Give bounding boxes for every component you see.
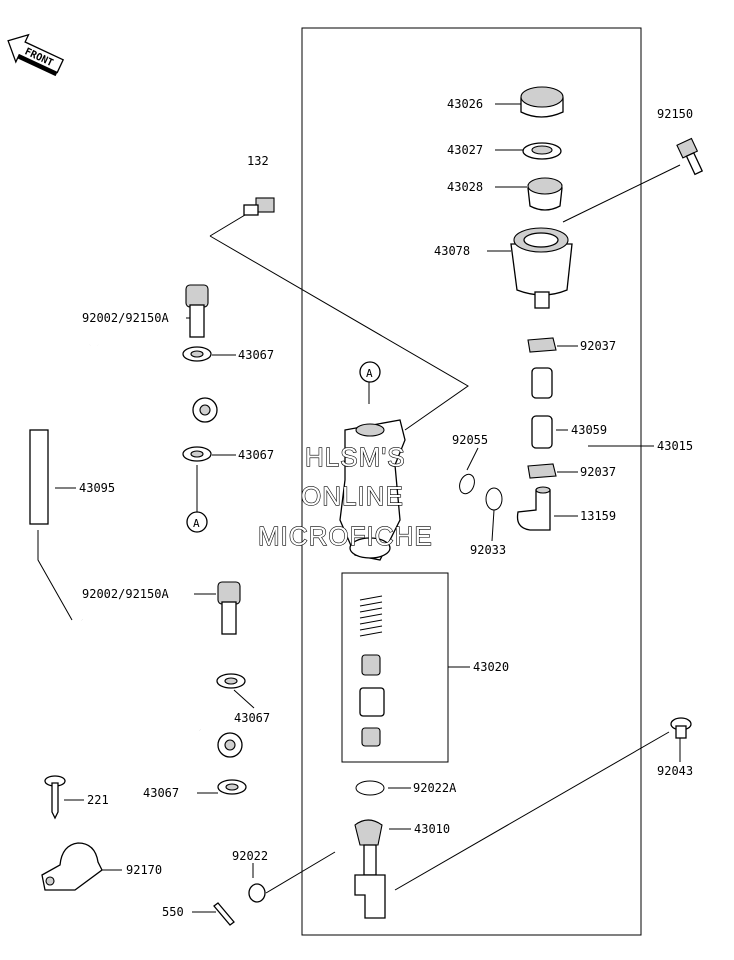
ref-a-top: A — [359, 361, 381, 383]
label-92043: 92043 — [657, 764, 693, 778]
washer-92022 — [248, 883, 266, 903]
circlip-92033 — [485, 487, 503, 511]
ref-a-bottom-label: A — [193, 517, 200, 530]
label-221: 221 — [87, 793, 109, 807]
push-rod — [354, 819, 386, 919]
label-132: 132 — [247, 154, 269, 168]
label-92055: 92055 — [452, 433, 488, 447]
reservoir-cap — [520, 86, 564, 118]
hose-clamp-a — [527, 337, 557, 353]
label-43028: 43028 — [447, 180, 483, 194]
ref-a-top-label: A — [366, 367, 373, 380]
label-13159: 13159 — [580, 509, 616, 523]
bolt-92150 — [676, 137, 704, 176]
ref-a-bottom: A — [186, 511, 208, 533]
reservoir-hose — [531, 367, 553, 449]
union-bolt-bottom — [217, 581, 241, 635]
hose-elbow — [516, 486, 551, 531]
reservoir-tank — [510, 227, 573, 309]
watermark-line-3: MICROFICHE — [258, 521, 433, 551]
hose-clamp-b — [527, 463, 557, 479]
watermark: HLSM'S ONLINE MICROFICHE — [257, 441, 433, 551]
label-43078: 43078 — [434, 244, 470, 258]
label-92150: 92150 — [657, 107, 693, 121]
washer-43067-c — [216, 673, 246, 689]
label-92033: 92033 — [470, 543, 506, 557]
label-92002-top: 92002/92150A — [82, 311, 169, 325]
part-labels: 43026 92150 43027 43028 132 43078 92002/… — [79, 97, 693, 919]
brake-hose — [29, 339, 243, 758]
clevis-pin — [670, 717, 692, 739]
bolt-132 — [243, 197, 275, 216]
screw-221 — [44, 775, 66, 820]
o-ring-92055 — [459, 473, 475, 495]
diaphragm-plate — [522, 142, 562, 160]
label-43067-d: 43067 — [143, 786, 179, 800]
washer-43067-b — [182, 446, 212, 462]
hose-clamp-92170 — [41, 842, 103, 891]
assembly-box-43020 — [341, 572, 449, 763]
front-arrow-icon: FRONT — [7, 33, 65, 77]
label-43095: 43095 — [79, 481, 115, 495]
watermark-line-1: HLSM'S — [305, 442, 406, 472]
label-43059: 43059 — [571, 423, 607, 437]
assembly-box-43015 — [301, 27, 642, 936]
cotter-pin — [213, 902, 235, 926]
circlip-92022a — [355, 780, 385, 796]
washer-43067-a — [182, 346, 212, 362]
label-43020: 43020 — [473, 660, 509, 674]
label-92022a: 92022A — [413, 781, 457, 795]
watermark-line-2: ONLINE — [301, 481, 404, 511]
label-43027: 43027 — [447, 143, 483, 157]
label-92022: 92022 — [232, 849, 268, 863]
label-43067-b: 43067 — [238, 448, 274, 462]
label-43026: 43026 — [447, 97, 483, 111]
union-bolt-top — [185, 284, 209, 338]
label-92002-bottom: 92002/92150A — [82, 587, 169, 601]
label-92037-b: 92037 — [580, 465, 616, 479]
label-43067-c: 43067 — [234, 711, 270, 725]
label-92037-a: 92037 — [580, 339, 616, 353]
label-550: 550 — [162, 905, 184, 919]
label-43067-a: 43067 — [238, 348, 274, 362]
piston-kit — [359, 595, 385, 747]
label-43010: 43010 — [414, 822, 450, 836]
diaphragm — [527, 177, 563, 211]
master-cylinder-body — [339, 419, 406, 561]
label-92170: 92170 — [126, 863, 162, 877]
washer-43067-d — [217, 779, 247, 795]
label-43015: 43015 — [657, 439, 693, 453]
